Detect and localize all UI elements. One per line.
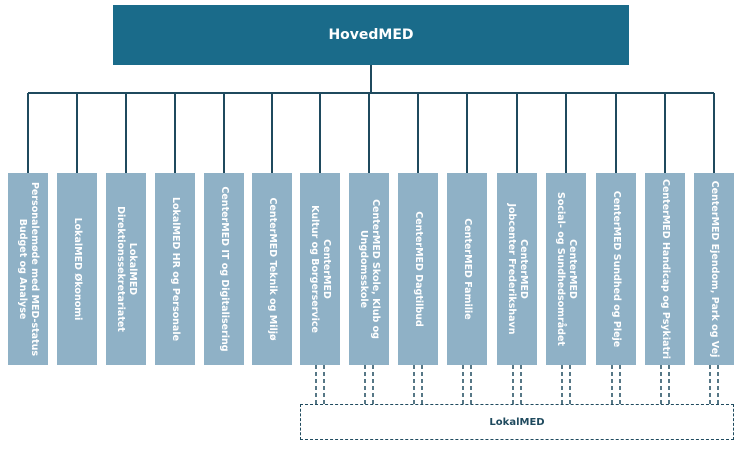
unit-box: CenterMED Jobcenter Frederikshavn — [497, 173, 537, 365]
hovedmed-label: HovedMED — [328, 27, 414, 43]
lokalmed-box: LokalMED — [300, 404, 734, 440]
unit-box: Personalemøde med MED-status Budget og A… — [8, 173, 48, 365]
unit-label: CenterMED Social- og Sundhedsområdet — [555, 192, 578, 346]
unit-label: CenterMED Dagtilbud — [413, 211, 424, 327]
unit-label: LokalMED Direktionssekretariatet — [115, 206, 138, 332]
unit-label: CenterMED Kultur og Borgerservice — [309, 205, 332, 333]
unit-label: Personalemøde med MED-status Budget og A… — [17, 181, 40, 357]
unit-label: CenterMED Jobcenter Frederikshavn — [506, 203, 529, 335]
unit-box: LokalMED HR og Personale — [155, 173, 195, 365]
unit-label: CenterMED IT og Digitalisering — [219, 186, 230, 352]
lokalmed-label: LokalMED — [489, 416, 545, 428]
hovedmed-box: HovedMED — [113, 5, 629, 65]
unit-box: LokalMED Direktionssekretariatet — [106, 173, 146, 365]
unit-label: CenterMED Skole, Klub og Ungdomsskole — [358, 199, 381, 339]
unit-box: LokalMED Økonomi — [57, 173, 97, 365]
unit-label: CenterMED Ejendom, Park og Vej — [709, 180, 720, 358]
unit-label: CenterMED Handicap og Psykiatri — [660, 178, 671, 360]
unit-label: CenterMED Teknik og Miljø — [267, 197, 278, 341]
unit-box: CenterMED IT og Digitalisering — [204, 173, 244, 365]
unit-box: CenterMED Sundhed og Pleje — [596, 173, 636, 365]
unit-label: LokalMED Økonomi — [72, 217, 83, 321]
unit-label: LokalMED HR og Personale — [170, 196, 181, 342]
unit-box: CenterMED Teknik og Miljø — [252, 173, 292, 365]
unit-label: CenterMED Familie — [462, 218, 473, 320]
unit-label: CenterMED Sundhed og Pleje — [611, 190, 622, 348]
unit-box: CenterMED Kultur og Borgerservice — [300, 173, 340, 365]
unit-box: CenterMED Skole, Klub og Ungdomsskole — [349, 173, 389, 365]
unit-box: CenterMED Familie — [447, 173, 487, 365]
unit-box: CenterMED Handicap og Psykiatri — [645, 173, 685, 365]
unit-box: CenterMED Social- og Sundhedsområdet — [546, 173, 586, 365]
unit-box: CenterMED Ejendom, Park og Vej — [694, 173, 734, 365]
unit-box: CenterMED Dagtilbud — [398, 173, 438, 365]
